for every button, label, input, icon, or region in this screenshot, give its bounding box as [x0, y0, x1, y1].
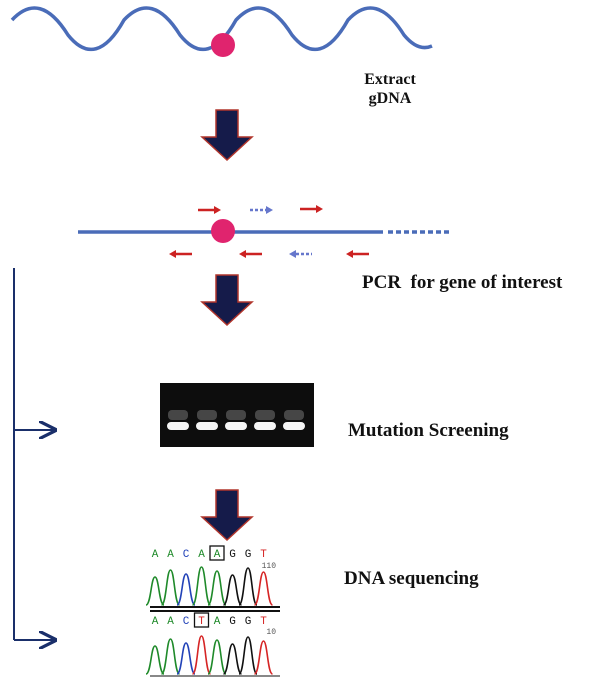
base-call-letter: C	[183, 549, 190, 561]
chromatogram-peak	[176, 642, 196, 675]
base-call-letter: T	[260, 549, 267, 561]
chromatogram-peak	[160, 569, 181, 606]
dna-sequencing-label: DNA sequencing	[344, 568, 479, 589]
chromatogram-peak	[238, 636, 258, 675]
base-call-letter: A	[214, 549, 221, 561]
variant-highlight-box	[209, 545, 225, 561]
sequence-position: 110	[262, 562, 277, 571]
arrow-to-gel	[200, 274, 254, 327]
variant-highlight-box	[193, 612, 210, 628]
mutation-marker	[211, 33, 235, 57]
base-call-letter: A	[214, 616, 221, 628]
chromatogram-peak	[191, 635, 212, 675]
gdna-strand	[10, 6, 433, 52]
gel-band	[167, 422, 189, 430]
gel-smear	[284, 410, 304, 420]
gel-smear	[197, 410, 217, 420]
base-call-letter: A	[167, 549, 174, 561]
chromatogram-peak	[145, 645, 165, 675]
chromatogram-peak	[238, 567, 258, 606]
base-call-letter: G	[245, 549, 252, 561]
chromatogram-peak	[191, 566, 212, 606]
base-call-letter: G	[229, 616, 236, 628]
pcr-label: PCR for gene of interest	[362, 272, 563, 293]
extract-label-line1: Extract	[364, 71, 416, 88]
extract-gdna-label: Extract gDNA	[355, 70, 425, 108]
mutation-marker-pcr	[211, 219, 235, 243]
base-call-letter: A	[152, 616, 159, 628]
chromatogram-peak	[176, 573, 196, 606]
chromatogram-peak	[160, 638, 181, 675]
gel-band	[283, 422, 305, 430]
gel-band	[254, 422, 276, 430]
base-call-letter: T	[260, 616, 267, 628]
base-call-letter: G	[245, 616, 252, 628]
chromatogram-peak	[222, 643, 243, 675]
chromatogram-peak	[253, 571, 274, 606]
mutation-screening-label: Mutation Screening	[348, 420, 509, 441]
base-call-letter: A	[167, 616, 174, 628]
chromatogram-peak	[145, 576, 165, 606]
gel-smear	[226, 410, 246, 420]
chromatogram-peak	[207, 639, 227, 675]
chromatogram-peak	[253, 640, 274, 675]
chromatogram-peak	[207, 570, 227, 606]
base-call-letter: C	[183, 616, 190, 628]
chromatogram-peak	[222, 574, 243, 606]
reverse-primers	[169, 250, 369, 258]
forward-primers	[198, 205, 323, 214]
base-call-letter: A	[152, 549, 159, 561]
gel-band	[225, 422, 247, 430]
sequence-position: 10	[266, 628, 276, 637]
gel-smear	[168, 410, 188, 420]
base-call-letter: A	[198, 549, 205, 561]
base-call-letter: G	[229, 549, 236, 561]
gel-smear	[255, 410, 275, 420]
gel-image	[160, 383, 314, 447]
gel-band	[196, 422, 218, 430]
base-call-letter: T	[198, 616, 205, 628]
arrow-to-sequencing	[200, 489, 254, 542]
arrow-to-pcr	[200, 109, 254, 162]
extract-label-line2: gDNA	[368, 90, 412, 107]
workflow-bracket	[13, 268, 55, 640]
